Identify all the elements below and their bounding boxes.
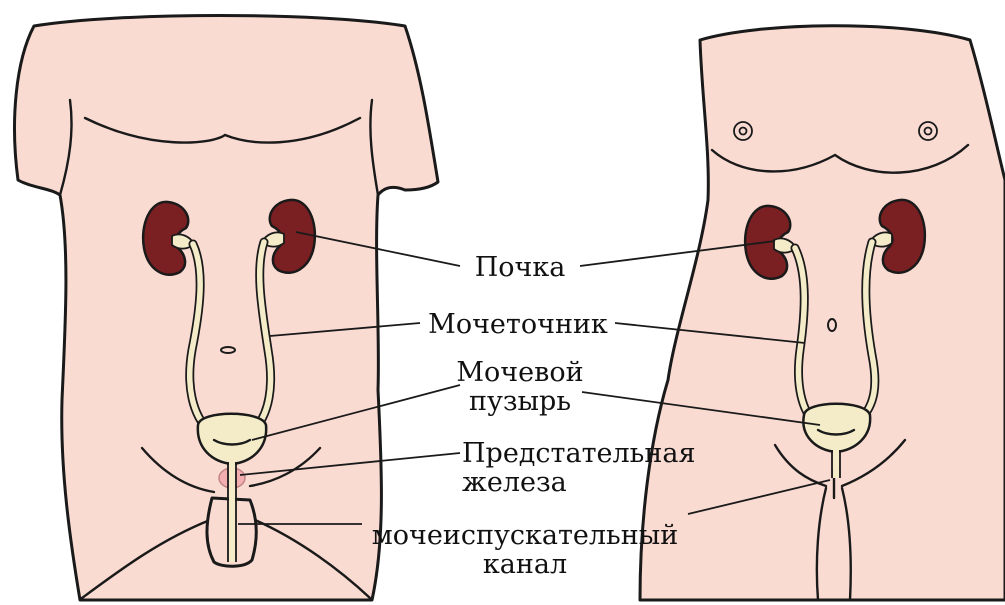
label-bladder-line1: Мочевой [456, 357, 583, 388]
label-kidney: Почка [475, 252, 566, 283]
label-urethra-line2: канал [483, 549, 567, 580]
labels: Почка Мочеточник Мочевой пузырь Предстат… [372, 252, 696, 580]
label-prostate-line1: Предстательная [462, 438, 695, 469]
female-urethra-fill [833, 450, 839, 478]
label-urethra-line1: мочеиспускательный [372, 520, 678, 551]
label-prostate-line2: железа [462, 467, 567, 498]
label-ureter: Мочеточник [428, 309, 608, 340]
label-bladder-line2: пузырь [469, 386, 571, 417]
male-figure [15, 16, 438, 601]
female-figure [640, 26, 1005, 600]
female-torso [640, 26, 1005, 600]
male-urethra-fill [229, 462, 235, 562]
